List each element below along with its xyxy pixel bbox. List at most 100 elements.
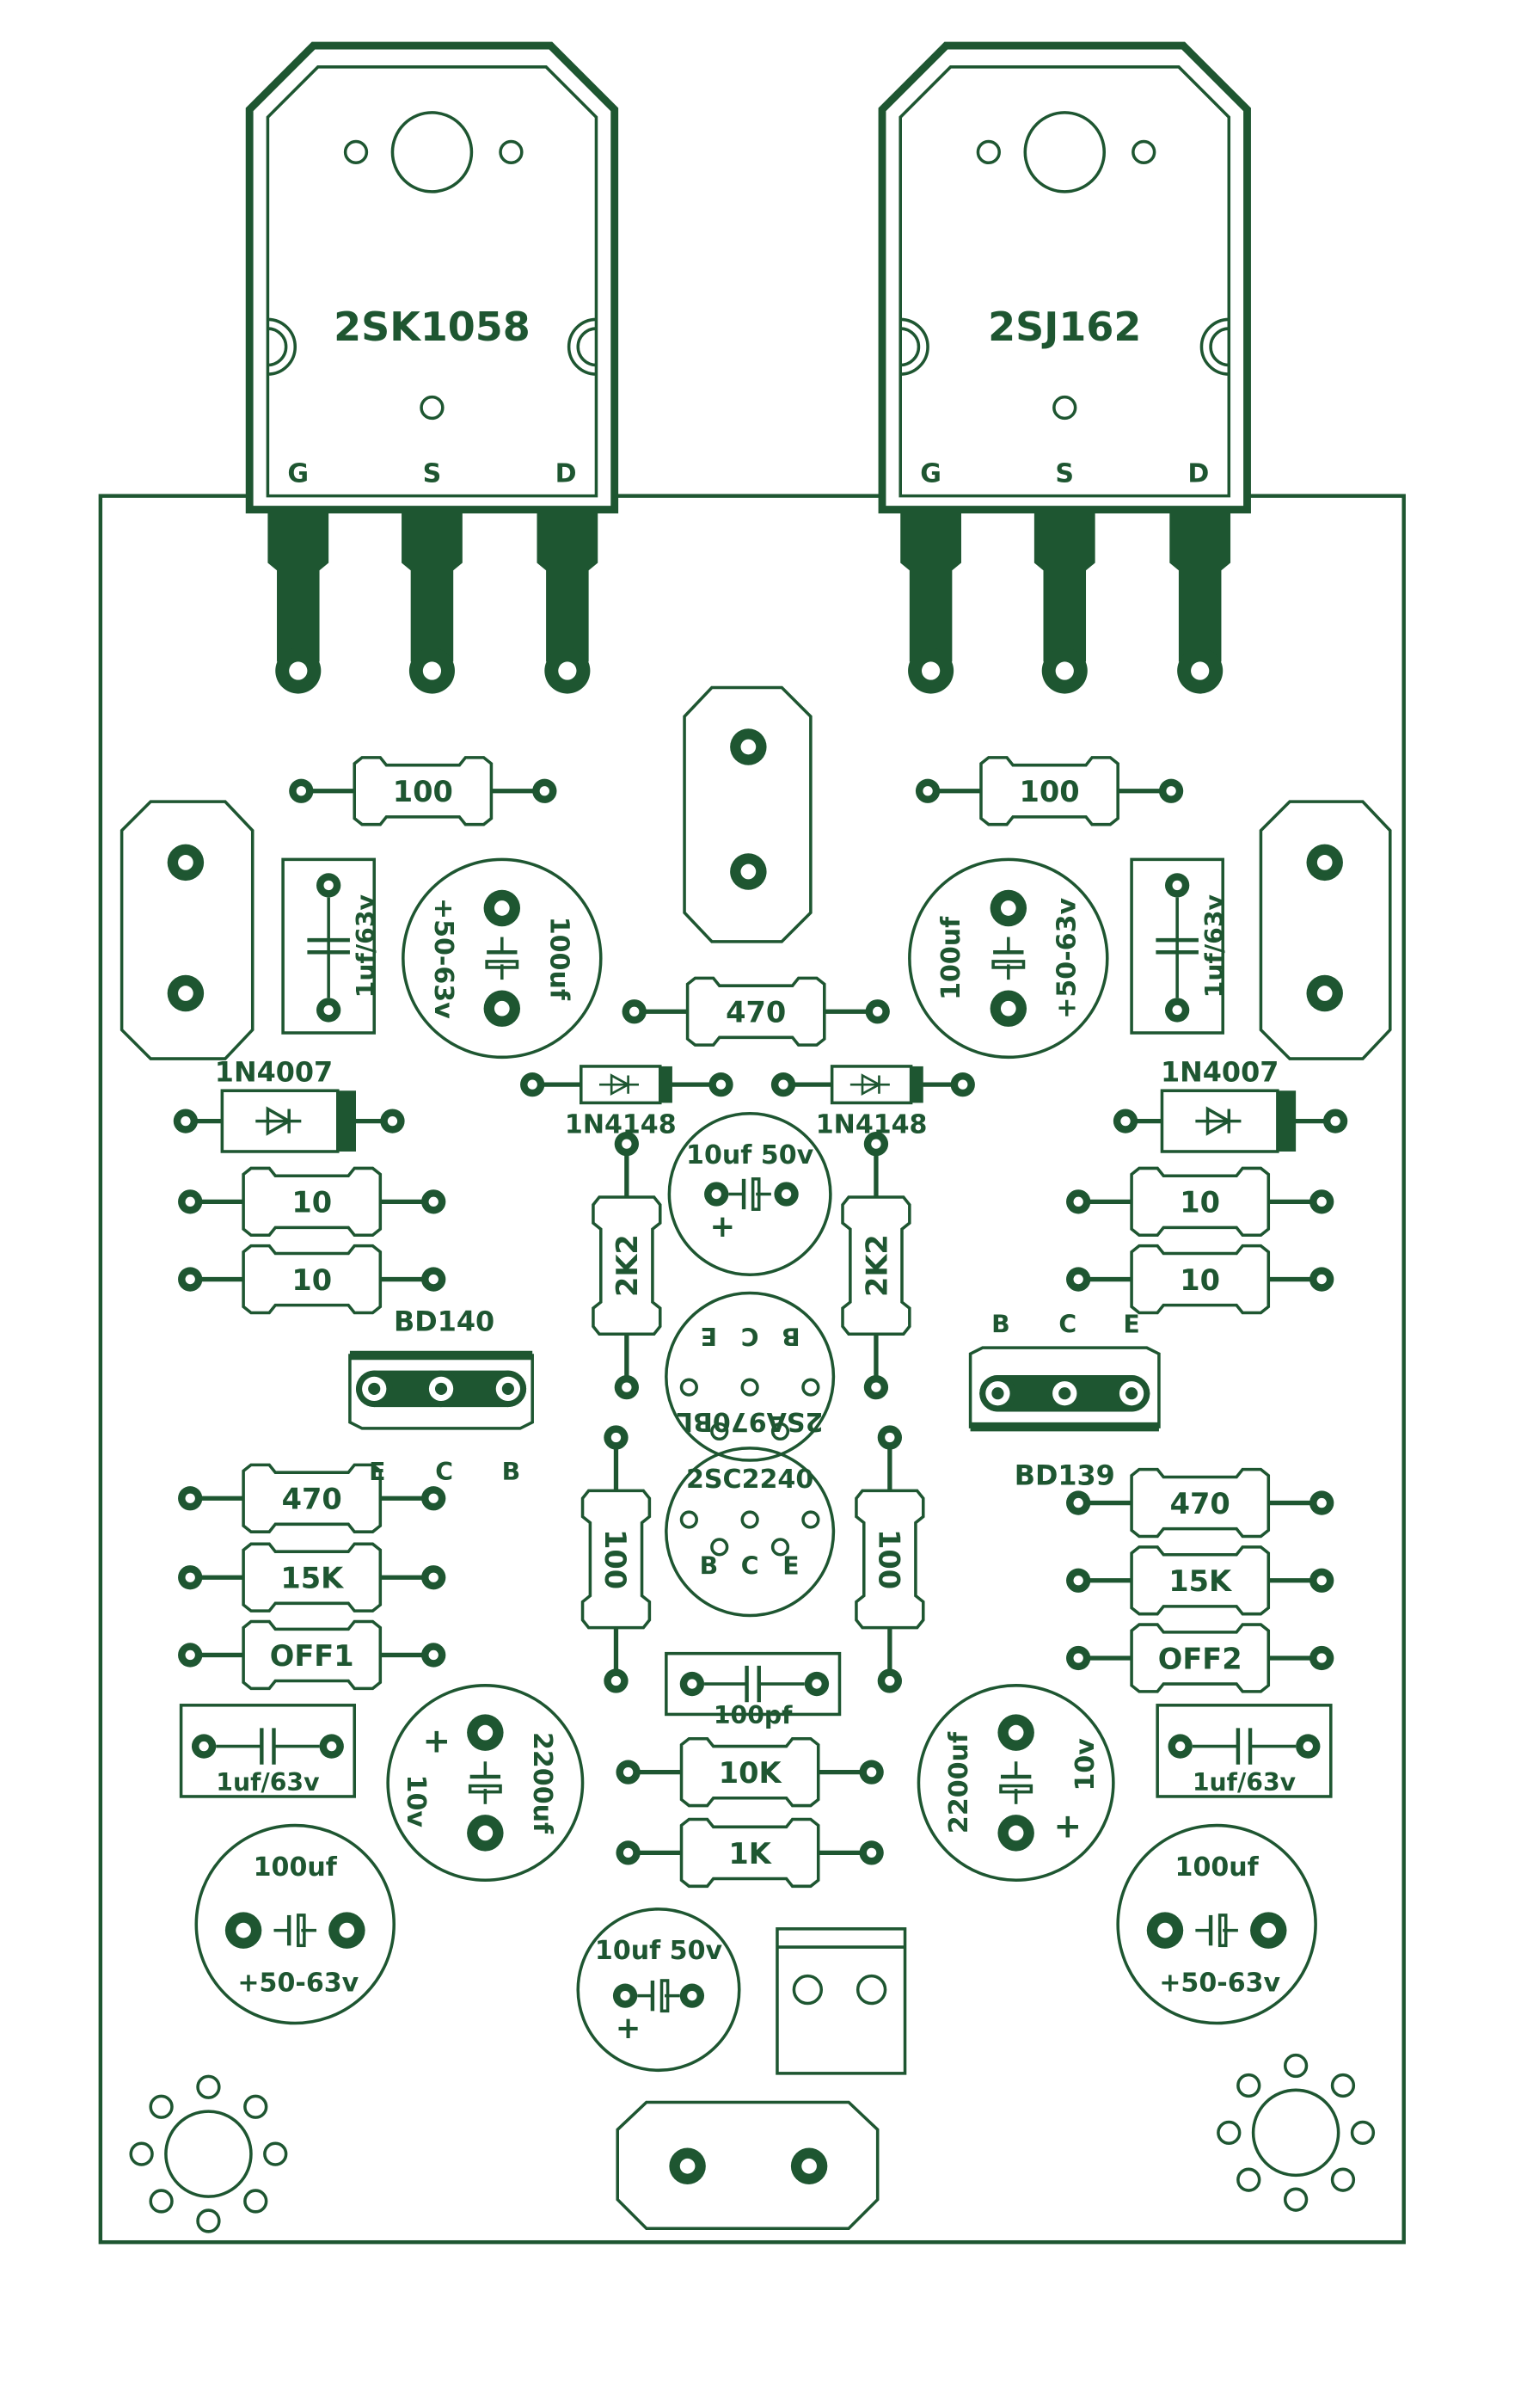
resistor-right-10a: 10 xyxy=(1064,1166,1336,1238)
diode-left-1n4007: 1N4007 xyxy=(171,1056,407,1153)
mosfet-left-pin-s: S xyxy=(423,459,442,489)
transistor-2sa970bl: 2SA970BL B C E xyxy=(665,1291,836,1462)
mosfet-right-pin-d: D xyxy=(1187,459,1209,489)
cap-film-top-right-label: 1uf/63v xyxy=(1200,894,1229,998)
transistor-2sc2240-label: 2SC2240 xyxy=(686,1465,813,1495)
resistor-gate-right: 100 xyxy=(914,756,1185,826)
mosfet-right-pin-s: S xyxy=(1055,459,1074,489)
mount-hole-right xyxy=(1217,2053,1376,2212)
transistor-2sa970bl-pin-b: B xyxy=(782,1322,800,1350)
resistor-gate-left: 100 xyxy=(287,756,559,826)
cap-elec-bottom-left-voltage: +50-63v xyxy=(237,1968,359,1998)
resistor-right-15k-label: 15K xyxy=(1168,1564,1233,1598)
diode-right-1n4148-label: 1N4148 xyxy=(816,1110,928,1140)
diode-right-1n4007-label: 1N4007 xyxy=(1161,1056,1279,1089)
resistor-top-center-label: 470 xyxy=(726,996,786,1029)
resistor-right-470-label: 470 xyxy=(1170,1487,1230,1520)
cap-film-top-left-label: 1uf/63v xyxy=(352,894,380,998)
cap-elec-center-plus: + xyxy=(709,1209,735,1244)
cap-elec-2200-left-value: 2200uf xyxy=(527,1732,557,1834)
cap-elec-top-left-voltage: +50-63v xyxy=(428,898,458,1019)
resistor-left-10b-label: 10 xyxy=(291,1263,332,1297)
transistor-bd139-label: BD139 xyxy=(1015,1459,1115,1491)
resistor-gate-left-label: 100 xyxy=(393,775,453,808)
diode-left-1n4148: 1N4148 xyxy=(518,1065,735,1140)
resistor-left-15k-label: 15K xyxy=(280,1562,345,1595)
diode-right-1n4148: 1N4148 xyxy=(770,1065,977,1140)
mosfet-left-pin-d: D xyxy=(555,459,577,489)
resistor-right-10a-label: 10 xyxy=(1180,1186,1220,1219)
cap-elec-center-label: 10uf 50v xyxy=(686,1140,814,1170)
transistor-bd140-pin-c: C xyxy=(435,1458,453,1486)
cap-elec-bottom-right-voltage: +50-63v xyxy=(1159,1968,1280,1998)
mosfet-right-legs xyxy=(898,507,1232,696)
resistor-center-10k-label: 10K xyxy=(719,1756,783,1790)
transistor-bd139-pin-c: C xyxy=(1058,1310,1076,1338)
cap-ceramic-100pf: 100pf xyxy=(665,1651,842,1729)
cap-elec-2200-right-plus: + xyxy=(1053,1808,1082,1846)
cap-elec-2200-left-voltage: 10v xyxy=(401,1775,431,1828)
resistor-right-10b: 10 xyxy=(1064,1244,1336,1315)
cap-film-bottom-right: 1uf/63v xyxy=(1156,1704,1333,1798)
mosfet-left-legs xyxy=(266,507,600,696)
cap-elec-bottom-left-value: 100uf xyxy=(254,1852,338,1883)
resistor-left-470: 470 xyxy=(176,1463,448,1533)
resistor-left-100-vertical-label: 100 xyxy=(598,1529,632,1589)
transistor-bd139: BD139 B C E xyxy=(968,1310,1161,1491)
resistor-right-100-vertical: 100 xyxy=(855,1423,925,1695)
resistor-left-10b: 10 xyxy=(176,1244,448,1315)
resistor-left-15k: 15K xyxy=(176,1542,448,1612)
resistor-gate-right-label: 100 xyxy=(1020,775,1080,808)
mount-plate-right xyxy=(1259,800,1392,1060)
cap-elec-bottom-right-value: 100uf xyxy=(1175,1852,1260,1883)
board-outline xyxy=(98,494,1406,2245)
transistor-2sc2240-pin-c: C xyxy=(741,1552,759,1581)
cap-elec-top-left: 100uf +50-63v xyxy=(402,857,603,1060)
mosfet-left-pin-g: G xyxy=(287,459,309,489)
transistor-bd139-pin-b: B xyxy=(991,1310,1010,1338)
transistor-bd140: BD140 E C B xyxy=(348,1305,534,1486)
mosfet-right-pin-g: G xyxy=(920,459,941,489)
resistor-right-2k2: 2K2 xyxy=(841,1130,911,1402)
cap-elec-top-left-value: 100uf xyxy=(543,917,573,1001)
resistor-left-off1: OFF1 xyxy=(176,1619,448,1691)
mosfet-left: 2SK1058 G S D xyxy=(249,46,615,509)
transistor-2sc2240: 2SC2240 B C E xyxy=(665,1447,836,1618)
cap-elec-bottom-right: 100uf +50-63v xyxy=(1116,1823,1317,2025)
resistor-right-10b-label: 10 xyxy=(1180,1263,1220,1297)
cap-elec-top-right: 100uf +50-63v xyxy=(908,857,1109,1060)
resistor-left-10a: 10 xyxy=(176,1166,448,1238)
resistor-right-15k: 15K xyxy=(1064,1545,1336,1616)
cap-elec-2200-left-plus: + xyxy=(422,1723,451,1761)
resistor-top-center: 470 xyxy=(620,976,892,1047)
cap-elec-top-right-value: 100uf xyxy=(936,916,966,1000)
mosfet-left-label: 2SK1058 xyxy=(334,304,531,350)
cap-elec-2200-right: 2200uf 10v + xyxy=(917,1684,1115,1882)
transistor-bd139-pin-e: E xyxy=(1123,1310,1139,1338)
resistor-center-1k-label: 1K xyxy=(728,1837,772,1870)
diode-left-1n4148-label: 1N4148 xyxy=(565,1110,677,1140)
diode-right-1n4007: 1N4007 xyxy=(1112,1056,1350,1153)
transistor-2sc2240-pin-b: B xyxy=(700,1552,719,1581)
mount-hole-left xyxy=(129,2074,288,2233)
cap-film-bottom-left: 1uf/63v xyxy=(179,1704,357,1798)
cap-elec-bottom-center: 10uf 50v + xyxy=(576,1907,741,2073)
mount-plate-top-center xyxy=(683,685,813,943)
cap-film-bottom-left-label: 1uf/63v xyxy=(216,1768,320,1797)
terminal-block xyxy=(776,1927,907,2075)
cap-film-top-left: 1uf/63v xyxy=(281,857,380,1035)
resistor-center-10k: 10K xyxy=(614,1736,886,1808)
mount-plate-left xyxy=(120,800,255,1060)
resistor-right-off2: OFF2 xyxy=(1064,1623,1336,1693)
mosfet-right: 2SJ162 G S D xyxy=(882,46,1248,509)
mosfet-right-label: 2SJ162 xyxy=(988,304,1141,350)
resistor-right-2k2-label: 2K2 xyxy=(860,1234,893,1297)
cap-elec-2200-right-value: 2200uf xyxy=(944,1731,974,1834)
cap-film-bottom-right-label: 1uf/63v xyxy=(1193,1768,1297,1797)
transistor-2sa970bl-pin-e: E xyxy=(701,1322,717,1350)
transistor-2sa970bl-label: 2SA970BL xyxy=(677,1406,824,1436)
resistor-left-2k2: 2K2 xyxy=(592,1130,662,1402)
transistor-2sa970bl-pin-c: C xyxy=(741,1322,759,1350)
diode-left-1n4007-label: 1N4007 xyxy=(215,1056,333,1089)
resistor-center-1k: 1K xyxy=(614,1817,886,1889)
